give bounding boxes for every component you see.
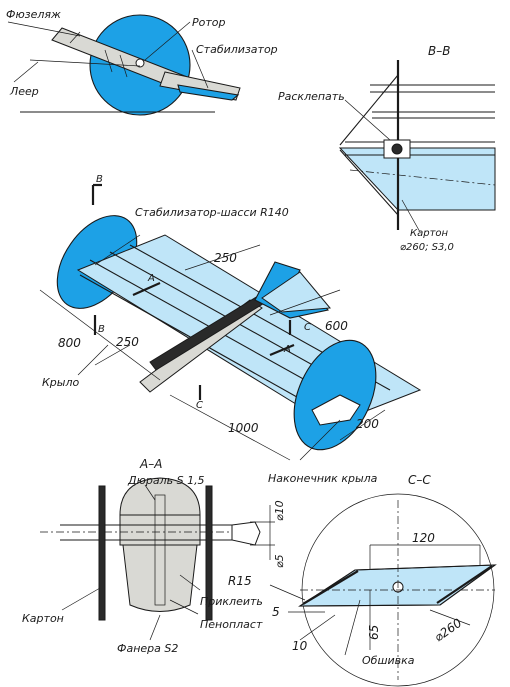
label-rotor: Ротор [192, 16, 226, 29]
dim-800-label: 800 [58, 336, 81, 350]
dim-200-label: 200 [356, 417, 379, 431]
dim-250-top-label: 250 [214, 251, 237, 265]
cc-edge-left [302, 570, 359, 605]
label-wing: Крыло [42, 376, 80, 389]
side-view-figure [7, 14, 241, 116]
dim-250-top [184, 244, 261, 271]
binding-1 [104, 49, 113, 73]
section-cc-title: С–С [408, 473, 431, 487]
aa-foam-leader [169, 599, 199, 615]
marker-a-right [269, 343, 295, 357]
label-leer: Леер [9, 85, 39, 98]
dim-phi5: ⌀5 [273, 554, 286, 568]
label-stabilizer: Стабилизатор [196, 43, 278, 56]
aa-cardboard-leader [61, 587, 101, 611]
label-foam: Пенопласт [200, 618, 263, 631]
dim-800-line [39, 289, 161, 381]
stabilizer-leader [191, 49, 209, 89]
cc-phi260-leader [429, 609, 471, 626]
assembly-figure [39, 183, 422, 461]
dim-600-line [269, 289, 341, 316]
dim-65-label: 65 [367, 625, 381, 640]
label-duralumin: Дюраль S 1,5 [127, 474, 205, 487]
cc-wing-outline [298, 564, 497, 607]
cc-r15-leader [269, 584, 306, 601]
bb-cardboard-leader [401, 199, 421, 233]
aa-dural-leader [144, 484, 156, 501]
stabilizer-fin [177, 84, 240, 101]
cc-sheathing-leader [344, 599, 361, 656]
section-bb-title: В–В [428, 44, 450, 58]
label-wing-tip: Наконечник крыла [268, 472, 378, 485]
label-glue: Приклеить [200, 595, 263, 608]
section-bb-figure [338, 60, 496, 233]
aa-plywood-leader [149, 614, 161, 641]
mark-a-2: А [283, 344, 291, 355]
tail-fin-inner [261, 271, 331, 313]
rotor-leader [144, 21, 191, 61]
label-cardboard-spec-2: ⌀260; S3,0 [400, 242, 454, 253]
dim-phi10: ⌀10 [273, 500, 286, 521]
mark-c-1: С [304, 322, 311, 333]
right-stabilizer-disc [293, 339, 377, 451]
view-b-marker: В [96, 174, 103, 185]
section-aa-figure [40, 477, 275, 641]
dim-1000-line [169, 394, 291, 461]
dim-600-label: 600 [325, 319, 348, 333]
label-cardboard: Картон [22, 612, 64, 625]
dim-120-label: 120 [412, 531, 435, 545]
bb-cardboard-fill [338, 147, 496, 211]
section-aa-title: А–А [139, 457, 162, 471]
dim-200-line [339, 409, 386, 441]
label-fuselage: Фюзеляж [6, 8, 61, 21]
nose-line [69, 31, 81, 44]
bb-rivet-leader [344, 99, 391, 141]
label-sheathing: Обшивка [362, 654, 415, 667]
fuselage-leader [7, 21, 81, 37]
aa-cardboard-right [205, 485, 213, 621]
wing-tip-piece [311, 394, 361, 426]
label-cardboard-spec-1: Картон [410, 228, 449, 239]
cc-edge-right [436, 565, 493, 604]
aa-dome [119, 477, 201, 516]
label-rivet: Расклепать [278, 90, 345, 103]
mark-c-2: С [196, 400, 203, 411]
mark-a-1: А [147, 273, 155, 284]
dim-5-label: 5 [272, 605, 280, 619]
aa-tip [231, 521, 261, 546]
bb-cone-bottom [339, 149, 399, 216]
wing-leader [77, 344, 109, 376]
dim-1000-label: 1000 [228, 421, 259, 435]
bb-rivet [391, 143, 403, 155]
dim-phi260-label: ⌀260 [432, 615, 465, 644]
cc-dim-10 [299, 614, 336, 641]
aa-duralumin-plate [154, 494, 166, 606]
dim-250-left-label: 250 [116, 335, 139, 349]
aa-cardboard-left [98, 485, 106, 621]
aa-glue-leader [179, 574, 201, 591]
tip-leader [299, 419, 341, 461]
chassis-leader [94, 234, 141, 266]
leer-leader [13, 61, 39, 83]
bb-cone-top [339, 74, 399, 146]
marker-a-left [132, 281, 161, 297]
binding-2 [119, 54, 128, 78]
leer-line [29, 59, 141, 67]
dim-r15-label: R15 [228, 574, 252, 588]
view-b-marker-2: В [98, 324, 105, 335]
section-cc-figure [269, 493, 497, 687]
dim-250-left-line [94, 344, 131, 366]
dim-10-label: 10 [292, 639, 308, 653]
label-stabilizer-chassis: Стабилизатор-шасси R140 [135, 206, 289, 219]
aa-body-bottom [122, 544, 198, 612]
rotor-axle [135, 58, 145, 68]
label-plywood: Фанера S2 [117, 642, 178, 655]
